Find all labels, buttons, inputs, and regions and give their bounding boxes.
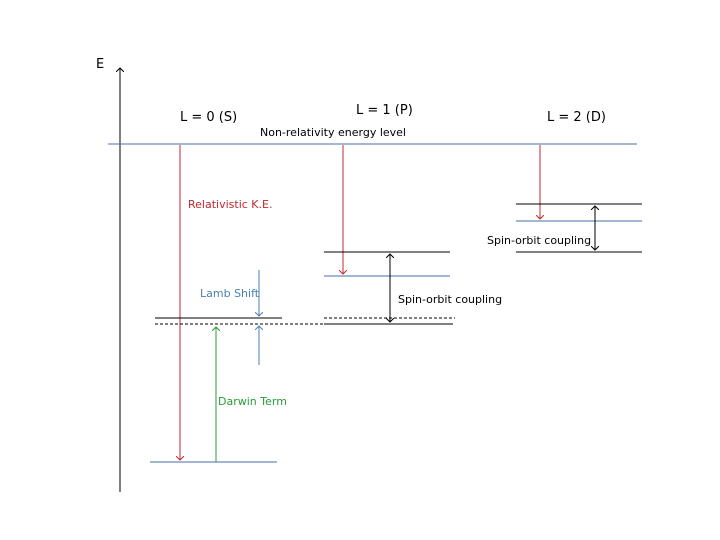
column-label-d: L = 2 (D) — [547, 110, 606, 125]
axis-label: E — [96, 57, 104, 72]
non-relativity-label: Non-relativity energy level — [260, 126, 406, 139]
column-label-p: L = 1 (P) — [356, 103, 413, 118]
lamb-shift-label: Lamb Shift — [200, 287, 260, 300]
d-spin-orbit-label: Spin-orbit coupling — [487, 234, 591, 247]
darwin-term-label: Darwin Term — [218, 395, 287, 408]
p-spin-orbit-label: Spin-orbit coupling — [398, 293, 502, 306]
column-label-s: L = 0 (S) — [180, 110, 237, 125]
relativistic-ke-label: Relativistic K.E. — [188, 198, 272, 211]
